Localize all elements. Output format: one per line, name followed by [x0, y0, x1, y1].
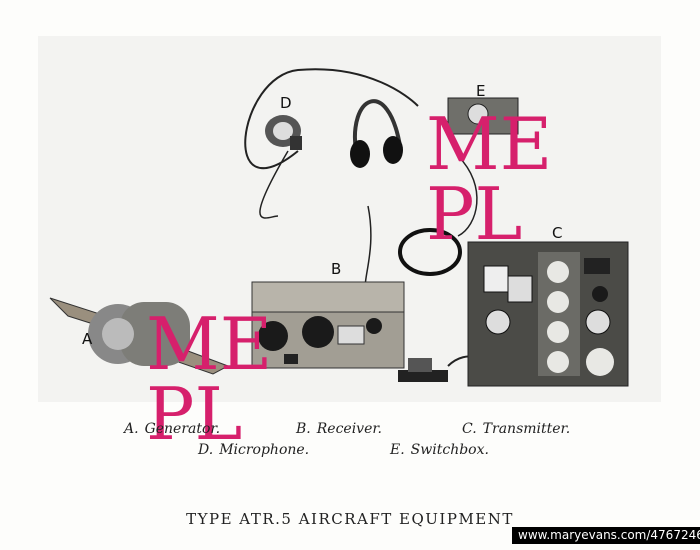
caption-letter: B.	[296, 421, 311, 437]
photo-label-a: A	[82, 330, 93, 348]
caption-letter: A.	[124, 421, 139, 437]
caption-text: Transmitter.	[482, 421, 571, 437]
caption-receiver: B. Receiver.	[296, 421, 382, 437]
watermark-me-bottom: ME	[146, 302, 273, 386]
caption-letter: E.	[390, 442, 405, 458]
caption-switchbox: E. Switchbox.	[390, 442, 489, 458]
headphones-drawing	[350, 99, 403, 168]
photo-label-e: E	[476, 82, 486, 100]
watermark-pl-bottom: PL	[146, 372, 243, 456]
photo-label-b: B	[331, 260, 342, 278]
receiver-drawing	[251, 281, 405, 369]
equipment-photograph: D E C B A	[38, 36, 661, 402]
caption-text: Receiver.	[316, 421, 382, 437]
caption-text: Microphone.	[219, 442, 310, 458]
morse-key-drawing	[398, 358, 448, 382]
caption-transmitter: C. Transmitter.	[462, 421, 570, 437]
equipment-illustration	[49, 68, 629, 387]
caption-microphone: D. Microphone.	[198, 442, 309, 458]
credit-link[interactable]: www.maryevans.com/47672465	[512, 527, 700, 544]
microphone-drawing	[265, 115, 302, 150]
generator-drawing	[49, 297, 230, 375]
caption-letter: C.	[462, 421, 477, 437]
caption-generator: A. Generator.	[124, 421, 220, 437]
caption-letter: D.	[198, 442, 214, 458]
page-title: TYPE ATR.5 AIRCRAFT EQUIPMENT	[186, 510, 514, 528]
photo-label-c: C	[552, 224, 563, 242]
watermark-pl-top: PL	[426, 172, 523, 256]
caption-text: Switchbox.	[410, 442, 489, 458]
transmitter-drawing	[467, 241, 629, 387]
watermark-me-top: ME	[426, 102, 553, 186]
switchbox-drawing	[447, 97, 519, 135]
photo-label-d: D	[280, 94, 292, 112]
caption-text: Generator.	[144, 421, 221, 437]
